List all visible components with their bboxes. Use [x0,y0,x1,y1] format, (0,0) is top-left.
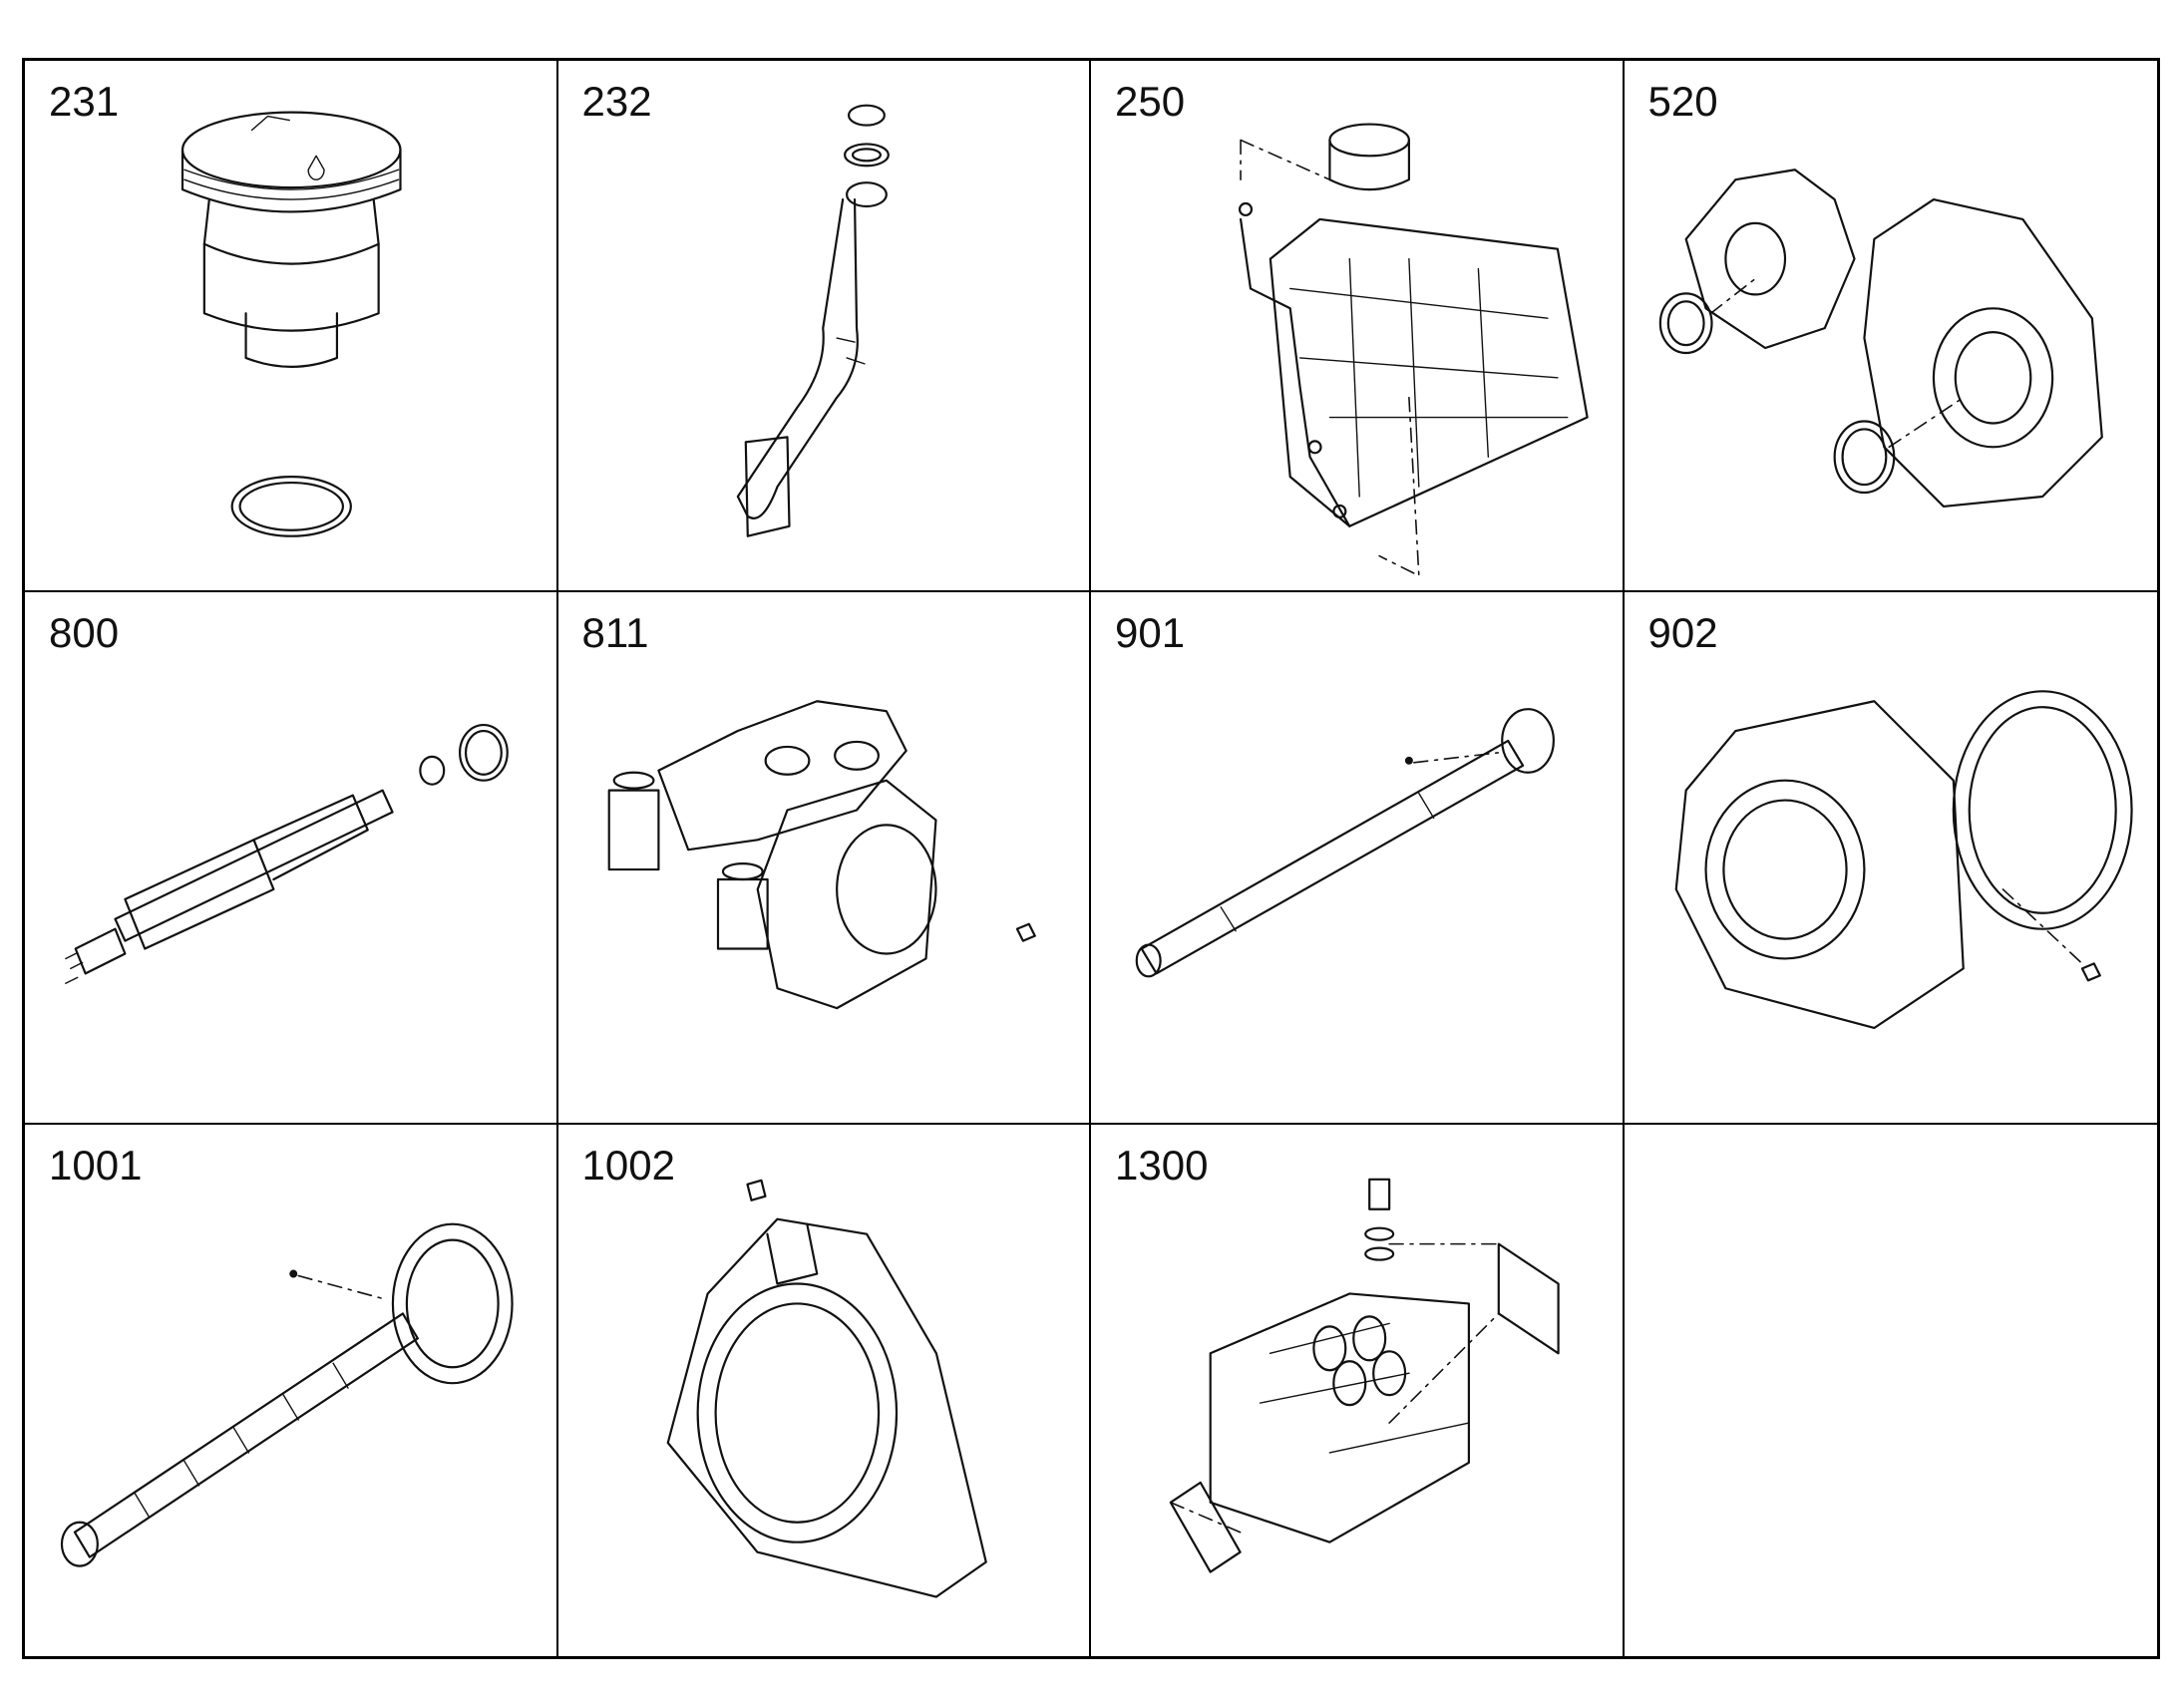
bearing-housing-icon [666,1179,987,1598]
part-number: 1300 [1115,1141,1209,1189]
part-cell-1002[interactable]: 1002 [558,1124,1091,1656]
part-cell-520[interactable]: 520 [1624,61,2157,593]
timing-case-cover-icon [1658,169,2103,509]
shaft-icon [1135,708,1555,978]
part-cell-800[interactable]: 800 [25,592,558,1125]
cylinder-head-icon [1169,1178,1560,1573]
rocker-arm-icon [607,700,1036,1010]
part-number: 901 [1115,609,1186,657]
part-number: 800 [49,609,120,657]
part-number: 902 [1647,609,1718,657]
part-cell-250[interactable]: 250 [1091,61,1625,593]
part-number: 232 [581,78,652,125]
part-number: 1001 [49,1141,143,1189]
parts-index-grid: 231 232 250 [22,58,2160,1659]
part-number: 231 [49,78,120,125]
part-cell-232[interactable]: 232 [557,61,1091,593]
injector-icon [65,724,509,985]
part-number: 1002 [581,1141,675,1189]
part-number: 811 [581,609,649,657]
part-cell-231[interactable]: 231 [25,61,558,593]
part-cell-901[interactable]: 901 [1091,592,1625,1125]
part-cell-902[interactable]: 902 [1624,592,2157,1125]
oil-dipstick-tube-icon [736,104,890,537]
part-cell-1300[interactable]: 1300 [1091,1124,1625,1656]
part-number: 520 [1647,78,1718,125]
part-cell-811[interactable]: 811 [557,592,1091,1125]
part-cell-empty [1625,1125,2158,1656]
camshaft-icon [60,1222,514,1567]
part-cell-1001[interactable]: 1001 [25,1124,558,1656]
fuel-filler-cap-icon [181,111,402,537]
gear-housing-icon [1674,690,2133,1030]
part-number: 250 [1115,78,1186,125]
crankcase-breather-icon [1238,123,1589,577]
